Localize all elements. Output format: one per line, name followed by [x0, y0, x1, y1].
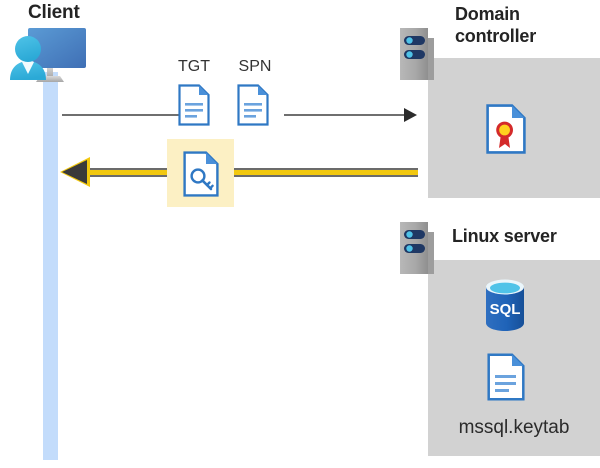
- response-arrow-segment-left: [84, 168, 168, 177]
- domain-controller-server-rack-icon: [400, 28, 434, 80]
- request-arrowhead-icon: [404, 108, 417, 122]
- response-arrowhead-icon: [62, 160, 87, 184]
- request-arrow-segment-right: [284, 114, 406, 116]
- client-title: Client: [28, 2, 80, 23]
- request-arrow-segment-left: [62, 114, 180, 116]
- domain-controller-title: Domain controller: [455, 4, 537, 46]
- client-lifeline: [43, 72, 58, 460]
- tgt-label: TGT: [178, 58, 210, 75]
- tgt-document-icon: [178, 84, 210, 126]
- sql-database-icon: SQL: [482, 278, 528, 332]
- linux-server-rack-icon: [400, 222, 434, 274]
- user-at-monitor-icon: [6, 24, 90, 88]
- spn-label: SPN: [238, 58, 272, 75]
- response-arrow-segment-right: [234, 168, 418, 177]
- certificate-document-icon: [486, 104, 526, 154]
- keytab-filename-label: mssql.keytab: [458, 417, 570, 438]
- document-with-key-icon: [183, 151, 219, 197]
- spn-document-icon: [237, 84, 269, 126]
- keytab-document-icon: [487, 353, 525, 401]
- sql-label: SQL: [490, 301, 521, 318]
- linux-server-title: Linux server: [452, 226, 557, 246]
